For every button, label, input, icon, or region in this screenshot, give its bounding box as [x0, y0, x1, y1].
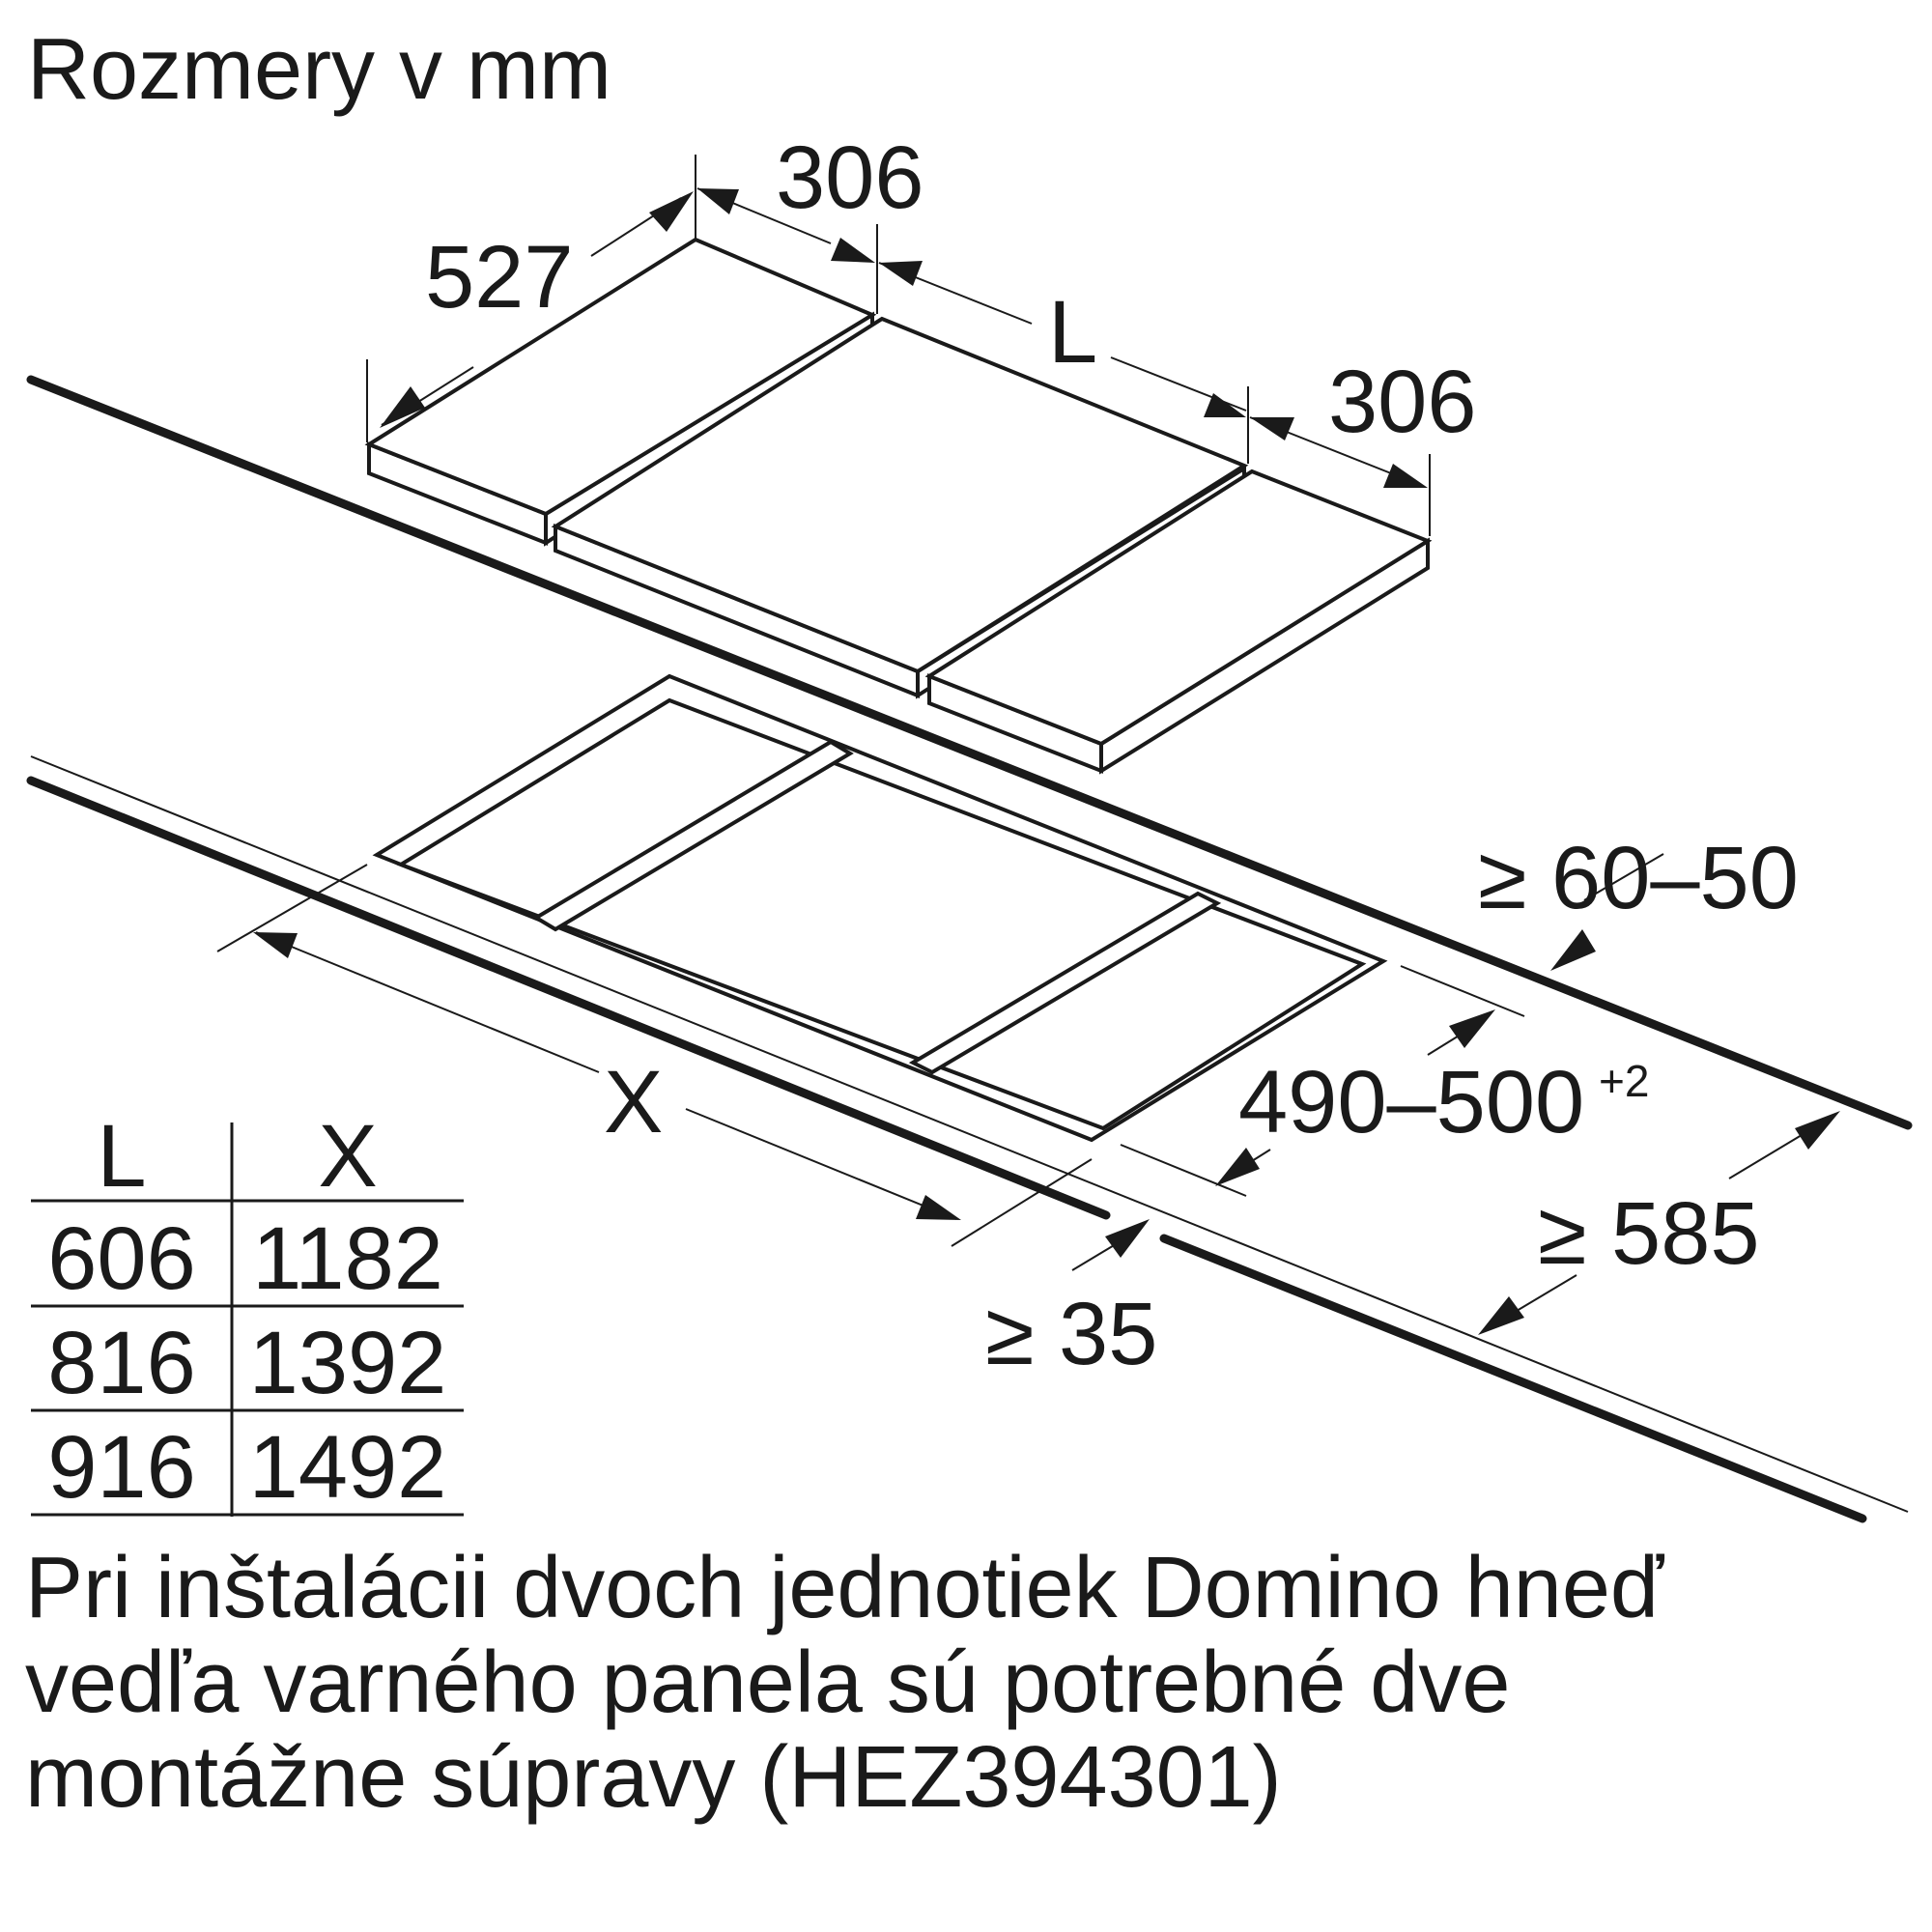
arrow-x-right [916, 1195, 961, 1220]
worktop-back-edge [26, 375, 1913, 1130]
table-cell: 1392 [249, 1314, 447, 1412]
cutout-divider-right [908, 891, 1222, 1075]
table-cell: 916 [47, 1418, 196, 1517]
arrow-left-width-start [697, 188, 739, 214]
dim-label-front-clearance: ≥ 60–50 [1478, 829, 1799, 927]
dim-label-right-width: 306 [1328, 353, 1477, 451]
dim-line-front-clearance [1583, 853, 1664, 901]
cutout-divider-left [532, 739, 854, 932]
right-unit-top [924, 469, 1433, 747]
ext-line-cutout-back [1400, 965, 1525, 1017]
page-title: Rozmery v mm [27, 21, 611, 118]
ext-line-cutout-front [1120, 1144, 1247, 1197]
installation-note-line: Pri inštalácii dvoch jednotiek Domino hn… [25, 1540, 1664, 1636]
dim-label-x: X [604, 1053, 663, 1151]
arrow-depth-upper [649, 191, 694, 232]
ext-line-x-right [951, 1158, 1093, 1247]
arrow-right-width-start [1250, 417, 1294, 440]
worktop-cutout [372, 673, 1388, 1143]
table-header-l: L [97, 1107, 146, 1206]
worktop-front-thin-edge [30, 755, 1909, 1513]
installation-note: Pri inštalácii dvoch jednotiek Domino hn… [25, 1541, 1899, 1825]
arrow-right-width-end [1383, 464, 1428, 488]
dim-label-cutout-depth: 490–500 [1238, 1053, 1584, 1151]
arrow-middle-end [1204, 393, 1246, 417]
dim-label-wall-distance: ≥ 35 [985, 1285, 1157, 1383]
domino-units [364, 237, 1433, 775]
arrow-wall-distance [1105, 1219, 1150, 1258]
table-cell: 1182 [252, 1209, 443, 1308]
dim-label-depth: 527 [425, 228, 574, 327]
arrow-x-left [253, 932, 298, 958]
arrow-front-clearance [1550, 929, 1596, 971]
worktop-front-edge-left [26, 776, 1111, 1220]
table-header-x: X [318, 1107, 377, 1206]
left-unit-top [364, 237, 877, 517]
table-cell: 606 [47, 1209, 196, 1308]
dim-line-worktop-depth-lower [1511, 1274, 1577, 1315]
arrow-cutout-depth-lower [1215, 1148, 1260, 1186]
middle-unit-top [551, 316, 1249, 674]
dim-line-x-right [685, 1108, 957, 1220]
dim-label-middle: L [1048, 283, 1097, 382]
cutout-inner [396, 697, 1367, 1131]
arrow-left-width-end [831, 238, 875, 263]
dim-line-x-left [255, 931, 600, 1073]
dim-label-cutout-tolerance: +2 [1599, 1056, 1649, 1106]
dim-line-worktop-depth-upper [1728, 1131, 1807, 1179]
arrow-depth-lower [380, 386, 425, 428]
arrow-worktop-depth-lower [1478, 1296, 1524, 1335]
dim-label-worktop-depth: ≥ 585 [1538, 1184, 1760, 1283]
arrow-worktop-depth-upper [1795, 1111, 1840, 1150]
arrow-middle-start [879, 261, 923, 286]
size-table: L X 606 1182 816 1392 916 1492 [31, 1107, 464, 1517]
worktop-front-edge-right [1159, 1234, 1867, 1523]
installation-note-line: montážne súpravy (HEZ394301) [25, 1729, 1282, 1826]
arrow-cutout-depth-upper [1449, 1009, 1495, 1048]
dim-label-left-width: 306 [776, 128, 924, 227]
table-cell: 1492 [249, 1418, 447, 1517]
table-cell: 816 [47, 1314, 196, 1412]
installation-note-line: vedľa varného panela sú potrebné dve [25, 1634, 1511, 1731]
ext-line-x-left [216, 864, 368, 952]
